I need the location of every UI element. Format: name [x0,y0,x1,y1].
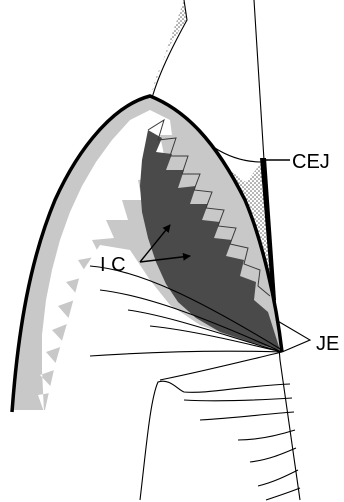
cej-label: CEJ [292,151,330,173]
bone-lines [184,398,300,500]
je-label: JE [316,333,339,355]
ic-label: I C [100,254,126,276]
